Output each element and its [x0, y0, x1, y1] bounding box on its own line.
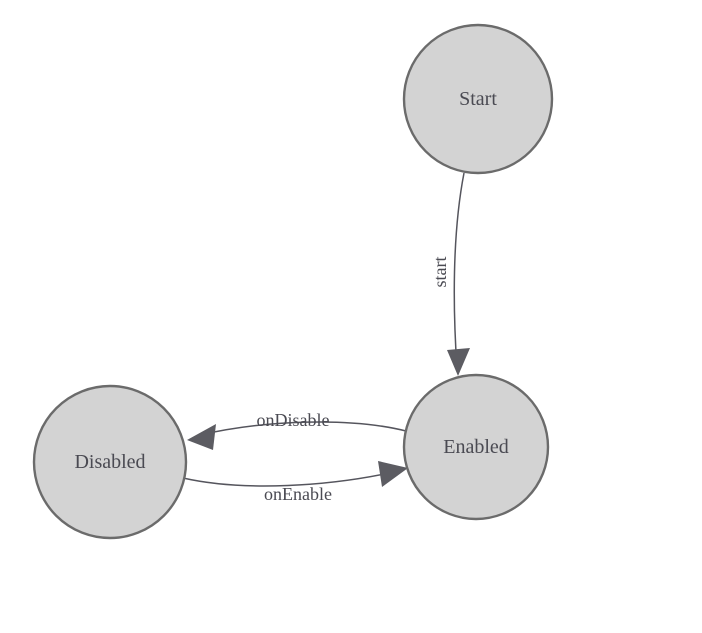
edges-layer: start onDisable onEnable [182, 172, 470, 504]
edge-enabled-to-disabled[interactable]: onDisable [187, 410, 407, 450]
state-node-label-start: Start [459, 88, 497, 110]
state-node-label-disabled: Disabled [74, 451, 145, 473]
edge-line-start-to-enabled [453, 172, 465, 369]
edge-line-enabled-to-disabled [199, 421, 407, 436]
arrowhead-icon-enabled-to-disabled [187, 424, 216, 450]
state-node-circle-disabled [32, 384, 188, 540]
edge-line-disabled-to-enabled [182, 471, 395, 487]
state-node-circle-start [402, 23, 554, 175]
edge-disabled-to-enabled[interactable]: onEnable [182, 461, 408, 504]
edge-start-to-enabled[interactable]: start [430, 172, 470, 376]
edge-label-ondisable: onDisable [257, 410, 330, 430]
arrowhead-icon-start-to-enabled [447, 348, 470, 376]
state-node-start[interactable]: Start [402, 23, 554, 175]
nodes-layer: Start Enabled Disabled [32, 23, 554, 540]
state-node-disabled[interactable]: Disabled [32, 384, 188, 540]
edge-label-onenable: onEnable [264, 484, 332, 504]
state-node-label-enabled: Enabled [443, 436, 509, 458]
arrowhead-icon-disabled-to-enabled [378, 461, 408, 487]
edge-label-start: start [430, 257, 450, 288]
state-node-circle-enabled [402, 373, 550, 521]
state-node-enabled[interactable]: Enabled [402, 373, 550, 521]
